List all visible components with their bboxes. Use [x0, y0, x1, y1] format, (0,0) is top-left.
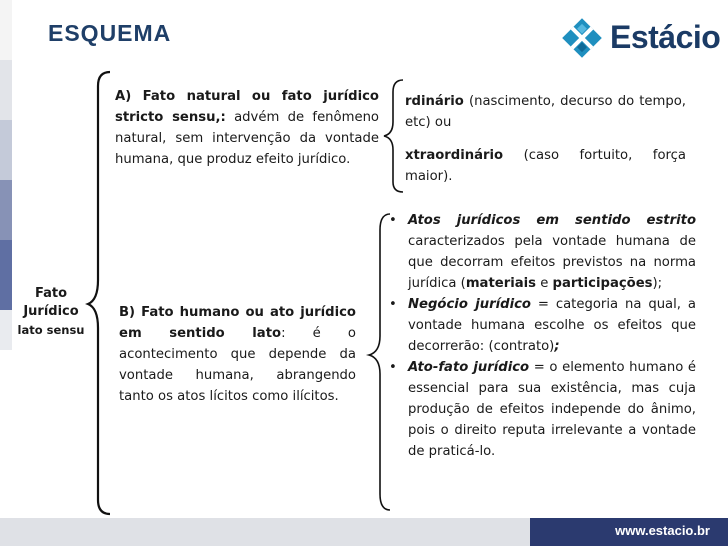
- footer-url[interactable]: www.estacio.br: [615, 523, 710, 538]
- bullet-ato-fato-juridico: • Ato-fato jurídico = o elemento humano …: [389, 357, 696, 462]
- stripe-4: [0, 180, 12, 240]
- ordinary-brace: [383, 79, 404, 193]
- footer: www.estacio.br: [0, 518, 728, 546]
- bullet-negocio-juridico: • Negócio jurídico = categoria na qual, …: [389, 294, 696, 357]
- logo-text: Estácio: [610, 19, 721, 55]
- bullet-icon: •: [389, 213, 397, 228]
- page-title: ESQUEMA: [48, 20, 172, 46]
- bullet-list: • Atos jurídicos em sentido estrito cara…: [389, 210, 696, 462]
- logo-mark-icon: [562, 18, 602, 58]
- bullet-icon: •: [389, 297, 397, 312]
- estacio-logo: Estácio: [558, 14, 721, 64]
- extraordinary-line: xtraordinário (caso fortuito, força maio…: [405, 148, 686, 184]
- ordinary-line: rdinário (nascimento, decurso do tempo, …: [405, 94, 686, 130]
- footer-bar: www.estacio.br: [530, 518, 728, 546]
- box-b-text: B) Fato humano ou ato jurídico em sentid…: [119, 305, 356, 404]
- stripe-6: [0, 310, 12, 350]
- stripe-2: [0, 60, 12, 120]
- stripe-3: [0, 120, 12, 180]
- ordinary-text: rdinário (nascimento, decurso do tempo, …: [405, 91, 686, 187]
- bullet-atos-juridicos: • Atos jurídicos em sentido estrito cara…: [389, 210, 696, 294]
- bullets-brace: [365, 213, 391, 511]
- fato-juridico-label: Fato Jurídico lato sensu: [17, 286, 85, 337]
- box-a-text: A) Fato natural ou fato jurídico stricto…: [115, 89, 379, 167]
- bullet-icon: •: [389, 360, 397, 375]
- main-brace: [85, 70, 111, 516]
- stripe-1: [0, 0, 12, 60]
- stripe-5: [0, 240, 12, 310]
